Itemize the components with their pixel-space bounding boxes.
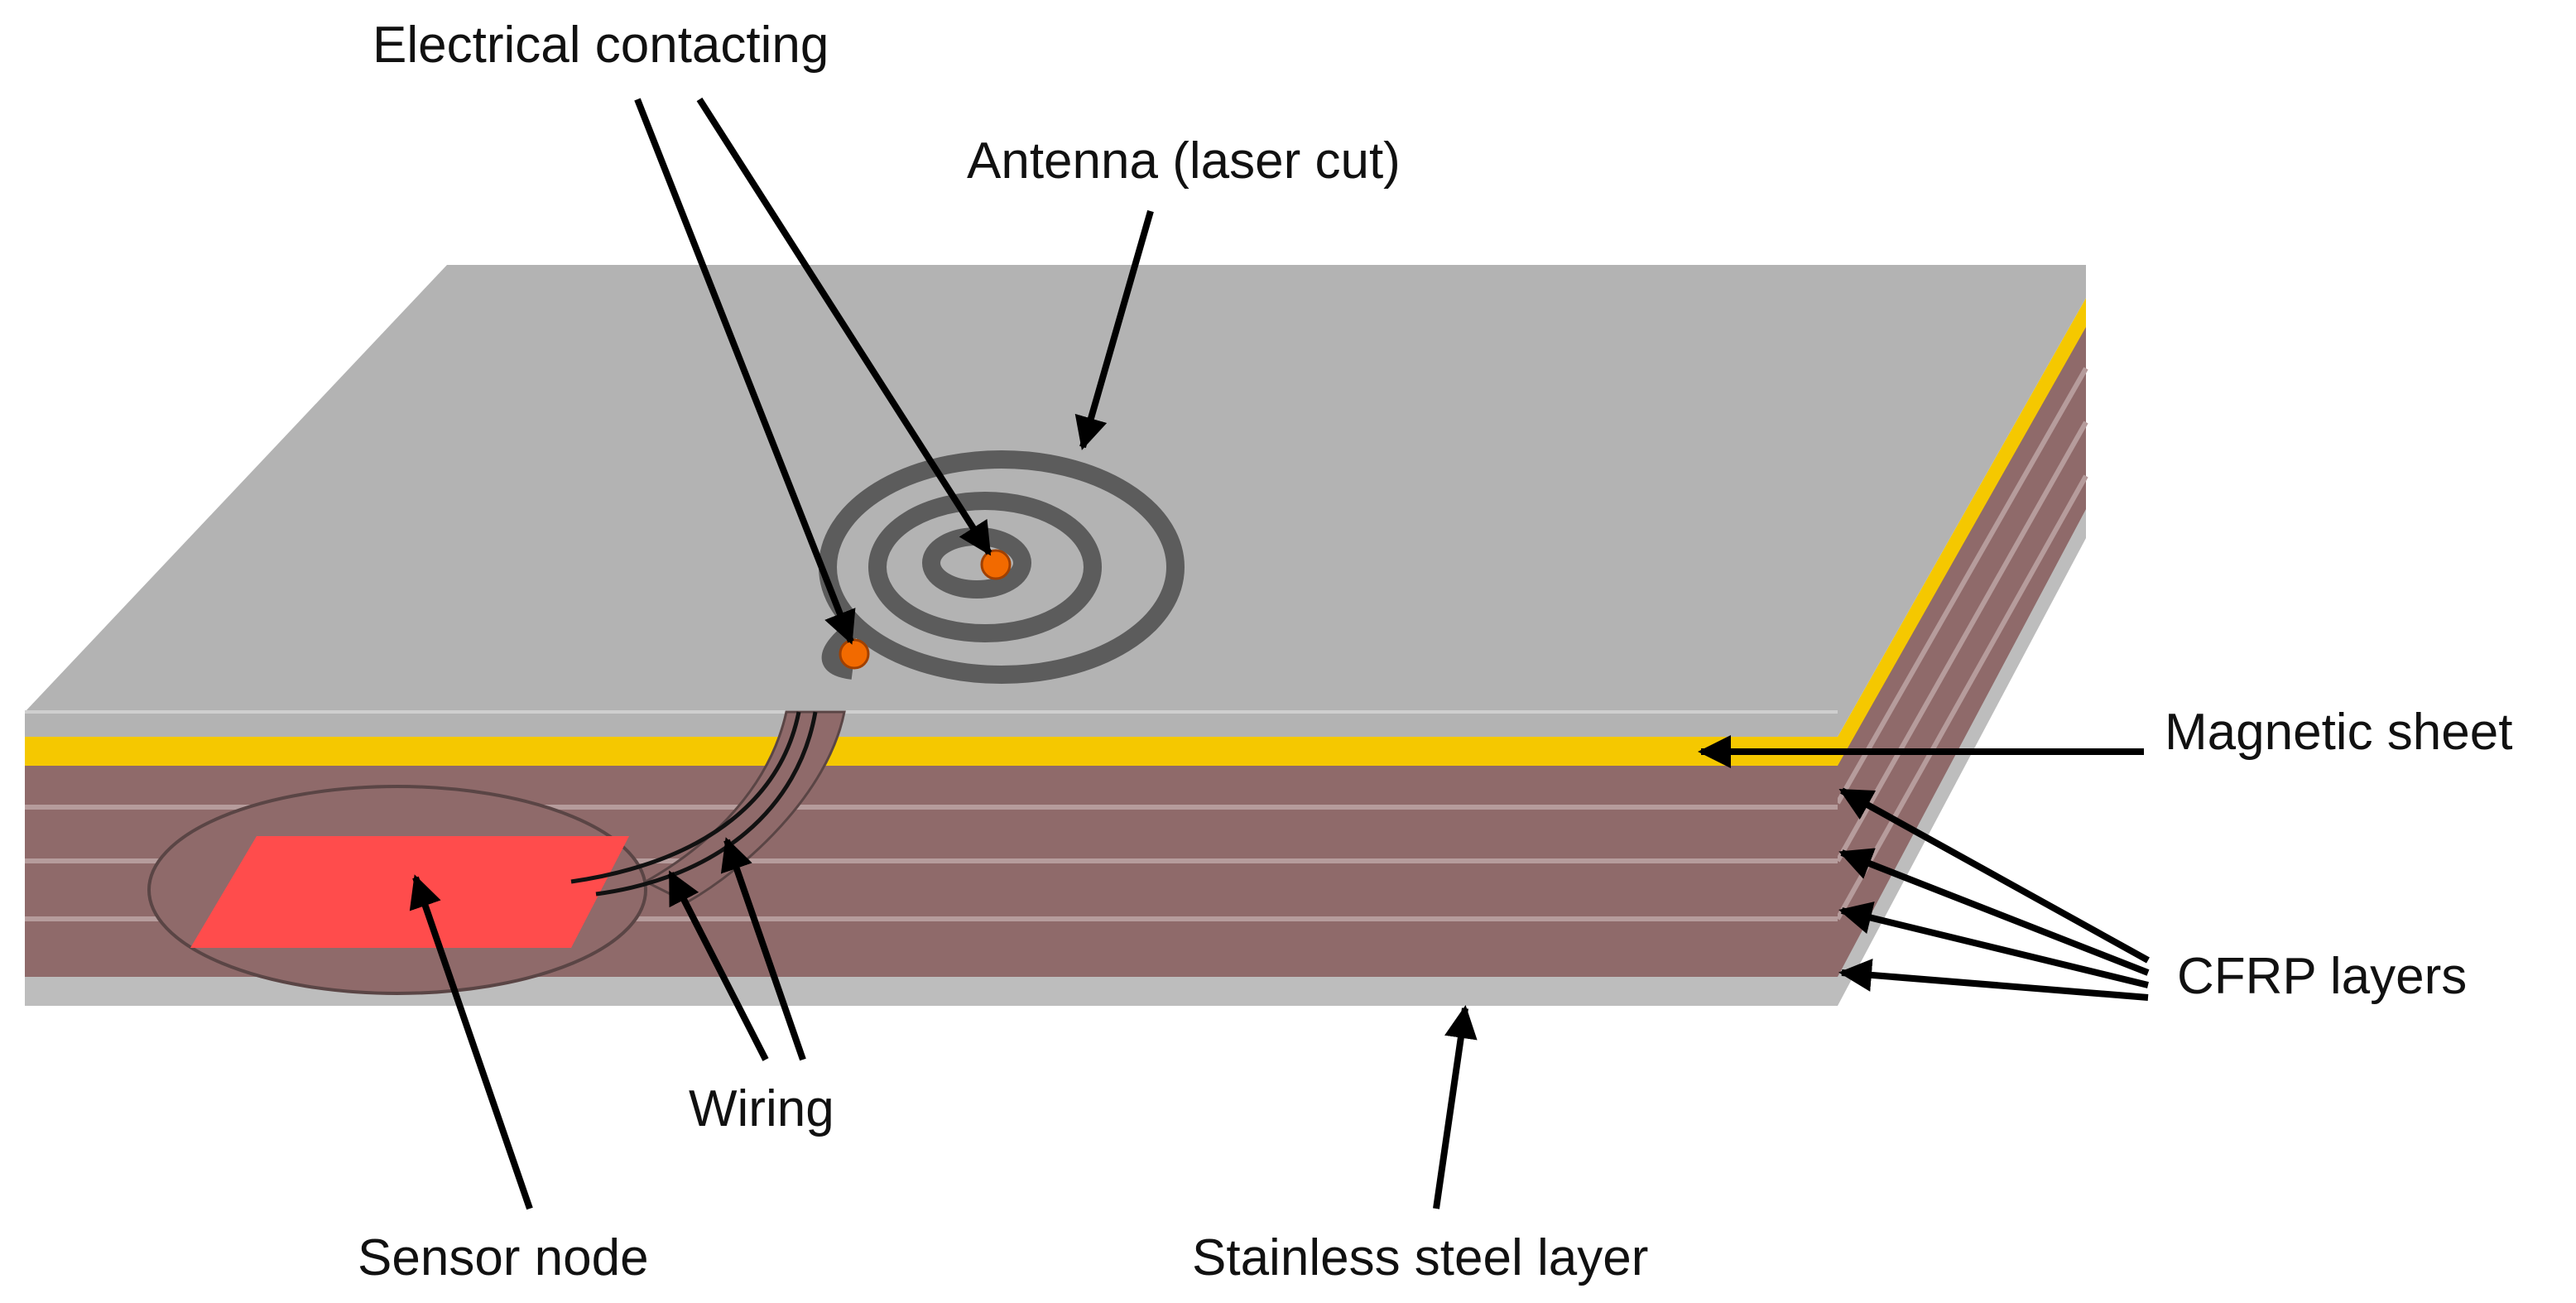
- label-antenna: Antenna (laser cut): [967, 132, 1401, 190]
- label-stainless-steel: Stainless steel layer: [1192, 1229, 1648, 1286]
- arrow-cfrp-2: [1838, 848, 2150, 976]
- arrow-cfrp-1: [1838, 787, 2150, 964]
- top-plate: [25, 265, 2086, 737]
- label-sensor-node: Sensor node: [358, 1229, 649, 1286]
- side-cfrp-lines: [1835, 367, 2088, 921]
- contact-point-outer: [839, 638, 870, 670]
- label-electrical-contacting: Electrical contacting: [372, 17, 829, 74]
- side-steel-strip: [1838, 509, 2086, 1006]
- arrow-sensor-node: [409, 874, 533, 1210]
- arrow-cfrp-3: [1838, 902, 2149, 988]
- contact-point-inner: [980, 549, 1012, 580]
- side-magnetic-strip: [1838, 298, 2086, 766]
- annotation-arrows: [409, 97, 2150, 1210]
- arrow-wiring-2: [720, 837, 806, 1061]
- sensor-node-shape: [190, 836, 629, 948]
- label-cfrp-layers: CFRP layers: [2177, 948, 2467, 1005]
- wire-2: [595, 711, 818, 897]
- wire-1: [570, 711, 801, 884]
- arrow-antenna: [1074, 209, 1154, 450]
- arrow-wiring-1: [667, 870, 769, 1061]
- label-wiring: Wiring: [689, 1080, 834, 1137]
- label-magnetic-sheet: Magnetic sheet: [2165, 704, 2512, 761]
- arrow-contact-outer: [634, 98, 856, 645]
- antenna-spiral: [819, 450, 1185, 684]
- arrow-cfrp-4: [1838, 958, 2149, 1001]
- magnetic-sheet-layer: [25, 737, 1838, 766]
- arrow-contact-inner: [696, 97, 992, 556]
- arrow-stainless-steel: [1433, 1005, 1478, 1209]
